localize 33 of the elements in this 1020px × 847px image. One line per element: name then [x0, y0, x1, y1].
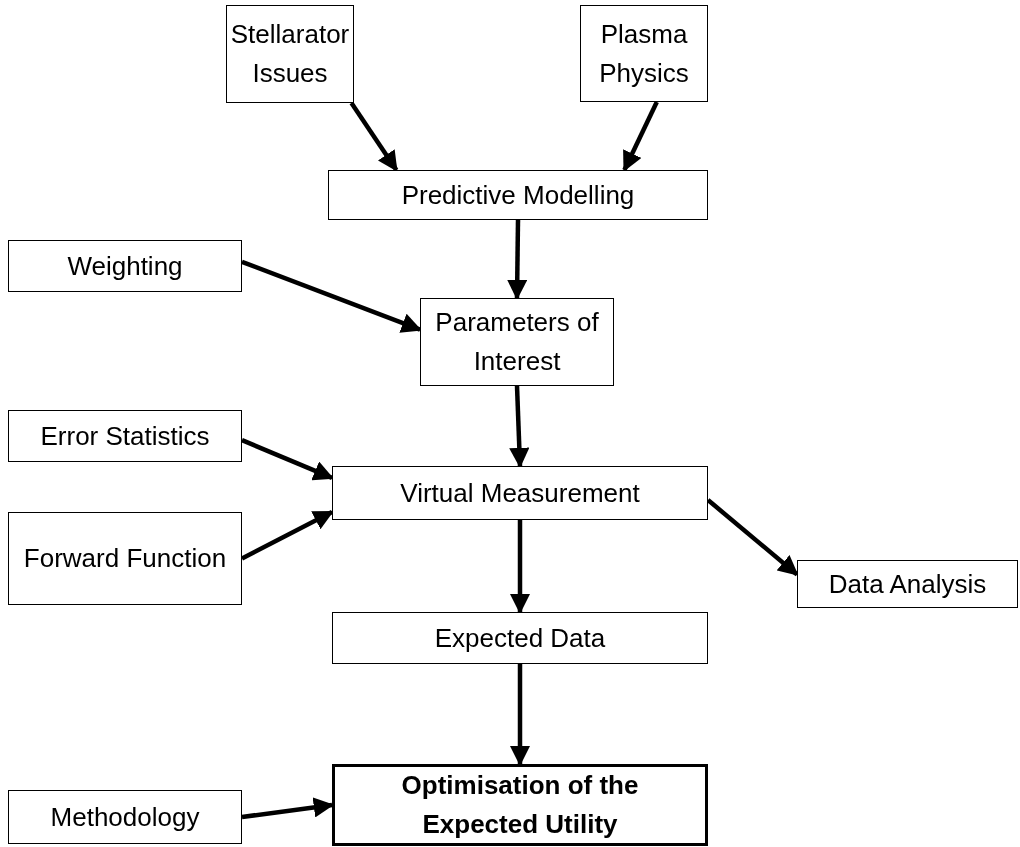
box-label: Stellarator Issues [230, 18, 350, 90]
box-label: Predictive Modelling [401, 178, 635, 212]
process-box [8, 512, 242, 605]
process-box [8, 410, 242, 462]
process-box [8, 240, 242, 292]
box-label: Data Analysis [828, 567, 987, 601]
arrow [622, 101, 659, 172]
box-label: Virtual Measurement [400, 476, 640, 510]
arrow [349, 101, 399, 172]
process-box [332, 466, 708, 520]
box-label: Weighting [67, 249, 183, 283]
arrow [241, 797, 334, 820]
process-box [420, 298, 614, 386]
box-label: Plasma Physics [598, 17, 690, 90]
process-box [332, 612, 708, 664]
arrow [240, 509, 334, 561]
box-label: Expected Data [434, 621, 606, 655]
process-box [226, 5, 354, 103]
box-label: Methodology [50, 800, 200, 834]
process-box [580, 5, 708, 102]
box-label: Optimisation of the Expected Utility [400, 769, 640, 841]
process-box [8, 790, 242, 844]
process-box [797, 560, 1018, 608]
arrow [507, 219, 528, 300]
arrow [509, 385, 530, 468]
box-label: Forward Function [23, 542, 227, 575]
arrow [706, 498, 799, 577]
process-box [328, 170, 708, 220]
arrow [241, 438, 334, 481]
box-label: Error Statistics [40, 419, 210, 453]
process-box [332, 764, 708, 846]
arrow [241, 259, 422, 333]
box-label: Parameters of Interest [434, 306, 600, 378]
